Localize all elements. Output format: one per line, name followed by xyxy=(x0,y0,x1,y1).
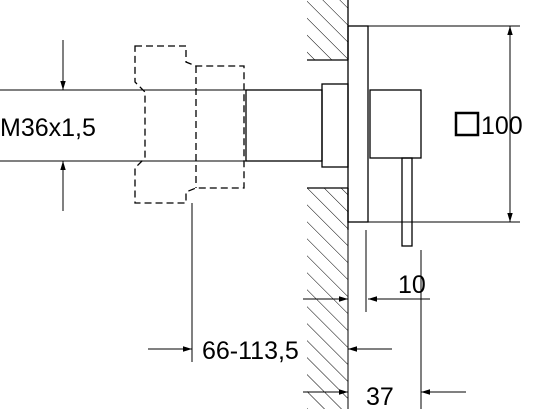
total-depth-label: 37 xyxy=(366,383,394,409)
installation-depth-label: 66-113,5 xyxy=(202,337,299,365)
square-outline-icon xyxy=(454,111,480,137)
wall-upper xyxy=(307,0,349,61)
lever-offset-label: 10 xyxy=(398,271,426,299)
total-depth-dimension: 37 xyxy=(303,250,466,409)
thread-dimension: M36x1,5 xyxy=(0,40,246,211)
installation-depth-dimension: 66-113,5 xyxy=(148,203,392,365)
extension-sleeve xyxy=(245,83,349,168)
plate-size-dimension: 100 xyxy=(368,25,523,223)
cover-plate xyxy=(347,25,369,300)
plate-size-label: 100 xyxy=(481,112,523,140)
handle xyxy=(369,89,422,247)
concealed-body xyxy=(134,45,245,204)
thread-size-label: M36x1,5 xyxy=(0,114,96,142)
